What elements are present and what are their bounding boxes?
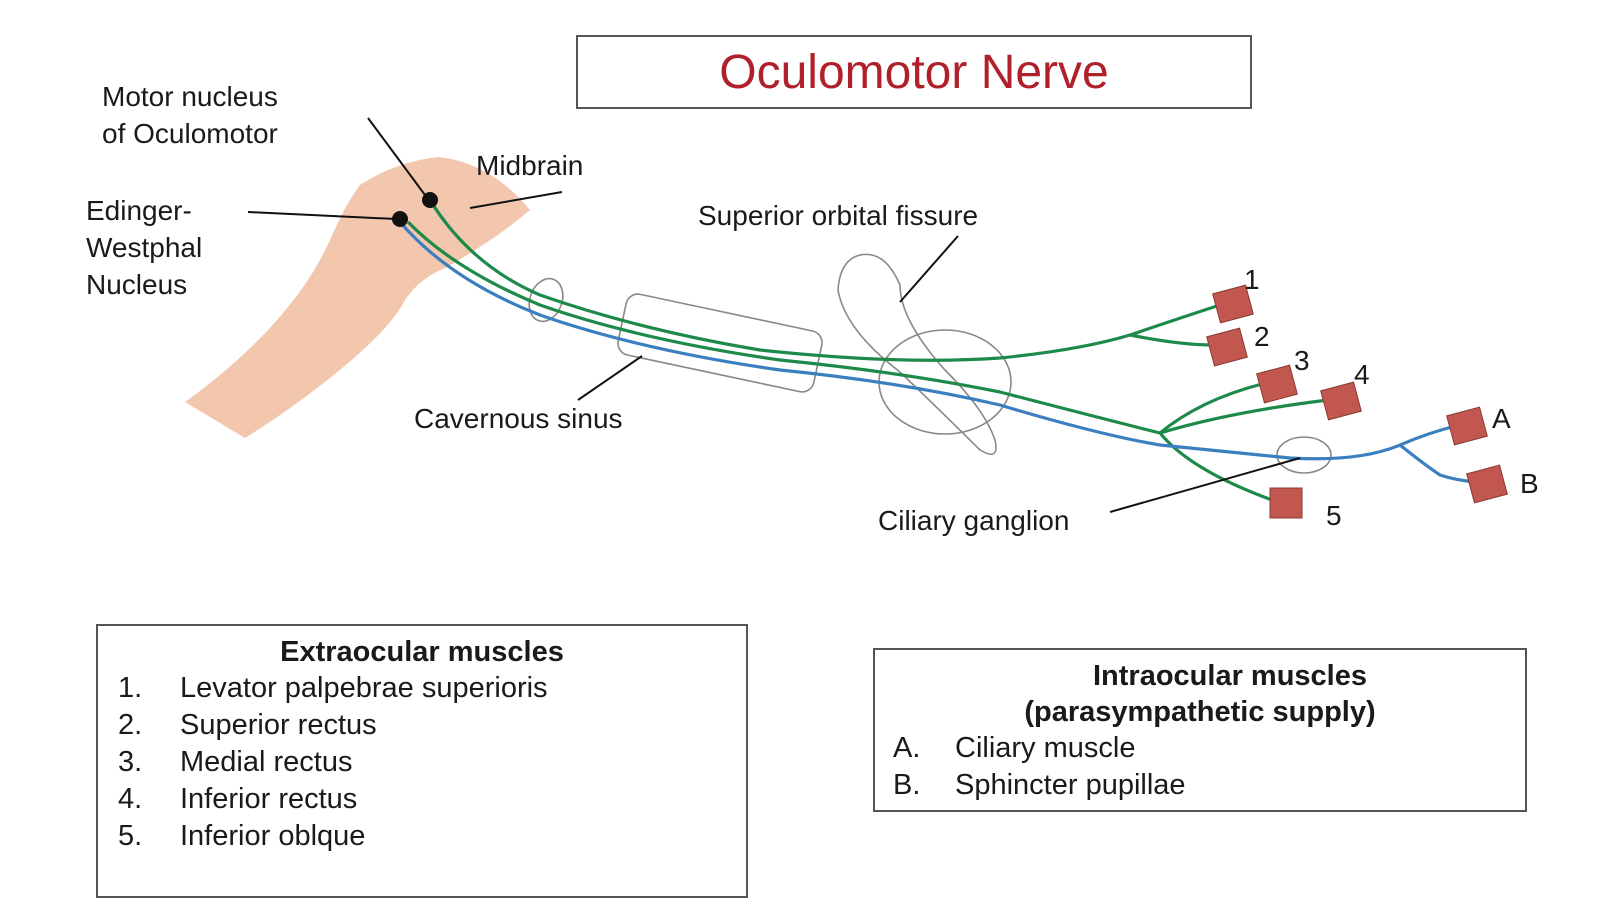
- label-edinger-1: Edinger-: [86, 195, 192, 226]
- muscle-a-block: [1446, 406, 1488, 446]
- motor-nucleus-dot: [422, 192, 438, 208]
- muscle-marker-a: A: [1492, 403, 1511, 434]
- edinger-westphal-dot: [392, 211, 408, 227]
- label-superior-orbital-fissure: Superior orbital fissure: [698, 200, 978, 231]
- item-number: B.: [893, 769, 921, 801]
- list-item: 1. Levator palpebrae superioris: [118, 670, 746, 707]
- label-edinger-3: Nucleus: [86, 269, 187, 300]
- superior-orbital-fissure-shape: [837, 253, 997, 456]
- list-item: 3. Medial rectus: [118, 744, 746, 781]
- item-number: 4.: [118, 783, 143, 815]
- item-number: 5.: [118, 820, 143, 852]
- extraocular-legend: Extraocular muscles 1. Levator palpebrae …: [96, 624, 748, 898]
- motor-nerve-fibers: [406, 199, 1329, 502]
- extraocular-list: 1. Levator palpebrae superioris 2. Superio…: [118, 670, 746, 855]
- item-name: Superior rectus: [180, 709, 377, 741]
- intraocular-list: A. Ciliary muscle B. Sphincter pupillae: [893, 730, 1525, 804]
- muscle-1-block: [1212, 284, 1254, 324]
- muscle-marker-4: 4: [1354, 359, 1370, 390]
- intraocular-heading-2: (parasympathetic supply): [1024, 696, 1376, 728]
- list-item: 4. Inferior rectus: [118, 781, 746, 818]
- intraocular-legend: Intraocular muscles (parasympathetic sup…: [873, 648, 1527, 812]
- pointer-lines: [247, 117, 1301, 513]
- item-name: Inferior rectus: [180, 783, 358, 815]
- item-number: 3.: [118, 746, 143, 778]
- intraocular-heading-1: Intraocular muscles: [1093, 660, 1367, 692]
- item-name: Inferior oblque: [180, 820, 366, 852]
- midbrain-shape: [185, 157, 530, 438]
- list-item: 5. Inferior oblque: [118, 818, 746, 855]
- label-motor-nucleus-2: of Oculomotor: [102, 118, 278, 149]
- label-ciliary-ganglion: Ciliary ganglion: [878, 505, 1069, 536]
- diagram-title: Oculomotor Nerve: [719, 46, 1108, 99]
- muscle-marker-5: 5: [1326, 500, 1342, 531]
- muscle-marker-3: 3: [1294, 345, 1310, 376]
- item-name: Levator palpebrae superioris: [180, 672, 548, 704]
- muscle-b-block: [1466, 464, 1508, 504]
- muscle-marker-2: 2: [1254, 321, 1270, 352]
- muscle-3-block: [1256, 364, 1298, 404]
- muscle-2-block: [1206, 327, 1248, 367]
- list-item: B. Sphincter pupillae: [893, 767, 1525, 804]
- small-loop-shape: [528, 277, 564, 323]
- label-edinger-2: Westphal: [86, 232, 202, 263]
- item-name: Ciliary muscle: [955, 732, 1136, 764]
- muscle-blocks: [1206, 284, 1508, 519]
- muscle-5-block: [1269, 487, 1303, 519]
- item-name: Medial rectus: [180, 746, 353, 778]
- list-item: 2. Superior rectus: [118, 707, 746, 744]
- item-number: 2.: [118, 709, 143, 741]
- item-number: A.: [893, 732, 921, 764]
- muscle-marker-1: 1: [1244, 264, 1260, 295]
- title-box: [576, 35, 1252, 109]
- label-motor-nucleus-1: Motor nucleus: [102, 81, 278, 112]
- muscle-marker-b: B: [1520, 468, 1539, 499]
- label-midbrain: Midbrain: [476, 150, 583, 181]
- ciliary-ganglion-shape: [1276, 436, 1332, 474]
- extraocular-heading: Extraocular muscles: [280, 636, 564, 668]
- list-item: A. Ciliary muscle: [893, 730, 1525, 767]
- item-name: Sphincter pupillae: [955, 769, 1186, 801]
- item-number: 1.: [118, 672, 143, 704]
- parasympathetic-fibers: [398, 220, 1476, 484]
- muscle-4-block: [1320, 381, 1362, 421]
- label-cavernous-sinus: Cavernous sinus: [414, 403, 623, 434]
